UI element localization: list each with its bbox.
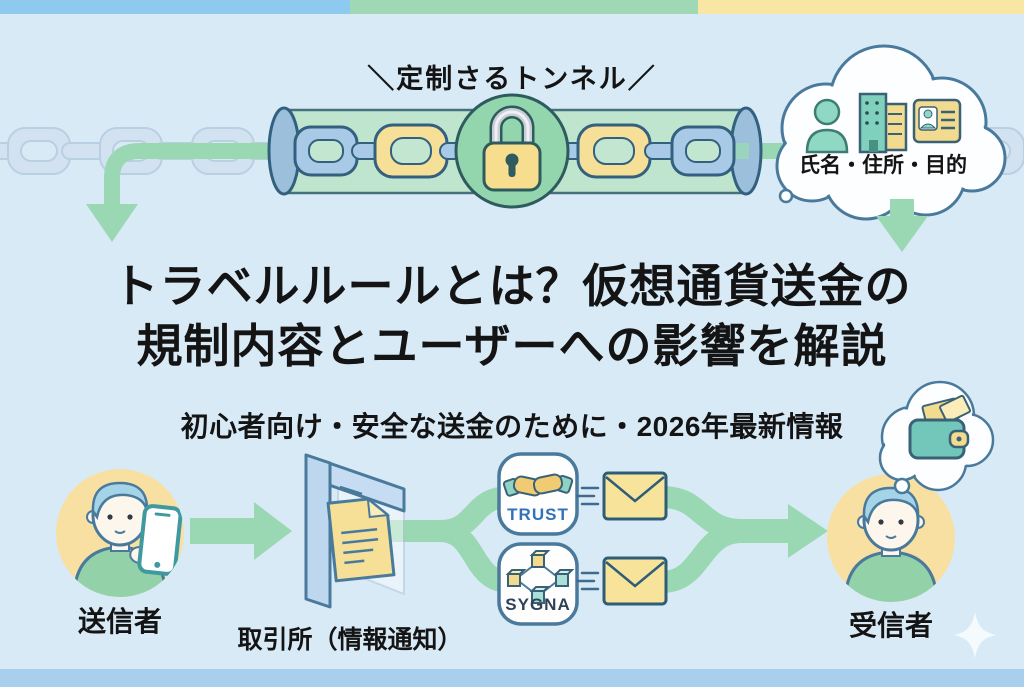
- handshake-icon: [502, 473, 574, 497]
- wallet-icon: [908, 394, 971, 460]
- wallet-thought-bubble: [878, 380, 995, 495]
- trust-badge: [497, 452, 579, 536]
- exchange-gate-icon: [304, 453, 406, 609]
- flow-arrow-right-down: [876, 199, 928, 252]
- building-icon: [858, 92, 908, 154]
- sygna-badge: [497, 542, 579, 626]
- sender-label: 送信者: [77, 606, 163, 637]
- chain-link-blue-1: [293, 125, 359, 177]
- tunnel-label: ＼定制さるトンネル／: [367, 64, 657, 94]
- chain-link-blue-2: [670, 125, 736, 177]
- top-band-yellow: [698, 0, 1024, 14]
- id-card-icon: [912, 98, 962, 144]
- chain-link-yellow-1: [373, 123, 449, 179]
- receiver-label: 受信者: [848, 610, 934, 641]
- thought-bubble-dot: [778, 188, 794, 204]
- kyc-bubble-label: 氏名・住所・目的: [799, 154, 967, 177]
- bottom-color-band: [0, 669, 1024, 687]
- top-color-band: [0, 0, 1024, 14]
- exchange-label: 取引所（情報通知）: [237, 626, 463, 654]
- tunnel: [267, 93, 763, 209]
- page-subtitle: 初心者向け・安全な送金のために・2026年最新情報: [180, 411, 844, 442]
- thought-bubble-dot: [893, 477, 911, 495]
- cube-network-icon: [505, 550, 575, 604]
- speed-lines-bottom: [575, 571, 600, 591]
- chain-link-yellow-2: [576, 123, 652, 179]
- receiver-avatar: [827, 474, 955, 602]
- page-title: トラベルルールとは？仮想通貨送金の 規制内容とユーザーへの影響を解説: [113, 256, 912, 376]
- sender-flow-arrow: [190, 502, 292, 560]
- page-title-line2: 規制内容とユーザーへの影響を解説: [136, 320, 888, 372]
- document-icon: [326, 496, 396, 583]
- kyc-thought-cloud: [775, 44, 1007, 221]
- sender-avatar: [56, 469, 184, 597]
- speed-lines-top: [575, 486, 600, 506]
- page-title-line1: トラベルルールとは？仮想通貨送金の: [112, 260, 912, 312]
- trust-badge-label: TRUST: [507, 505, 569, 524]
- phone-icon: [129, 504, 183, 576]
- flow-arrow-left-down: [86, 143, 295, 242]
- envelope-bottom-icon: [602, 556, 668, 606]
- person-icon: [805, 98, 849, 154]
- envelope-top-icon: [602, 471, 668, 521]
- top-band-blue: [0, 0, 350, 14]
- flow-ribbon-merge-arrow: [660, 486, 828, 593]
- padlock-icon: [454, 93, 570, 209]
- top-band-green: [350, 0, 698, 14]
- sygna-badge-label: SYGNA: [505, 595, 571, 614]
- sparkle-icon: [954, 612, 996, 658]
